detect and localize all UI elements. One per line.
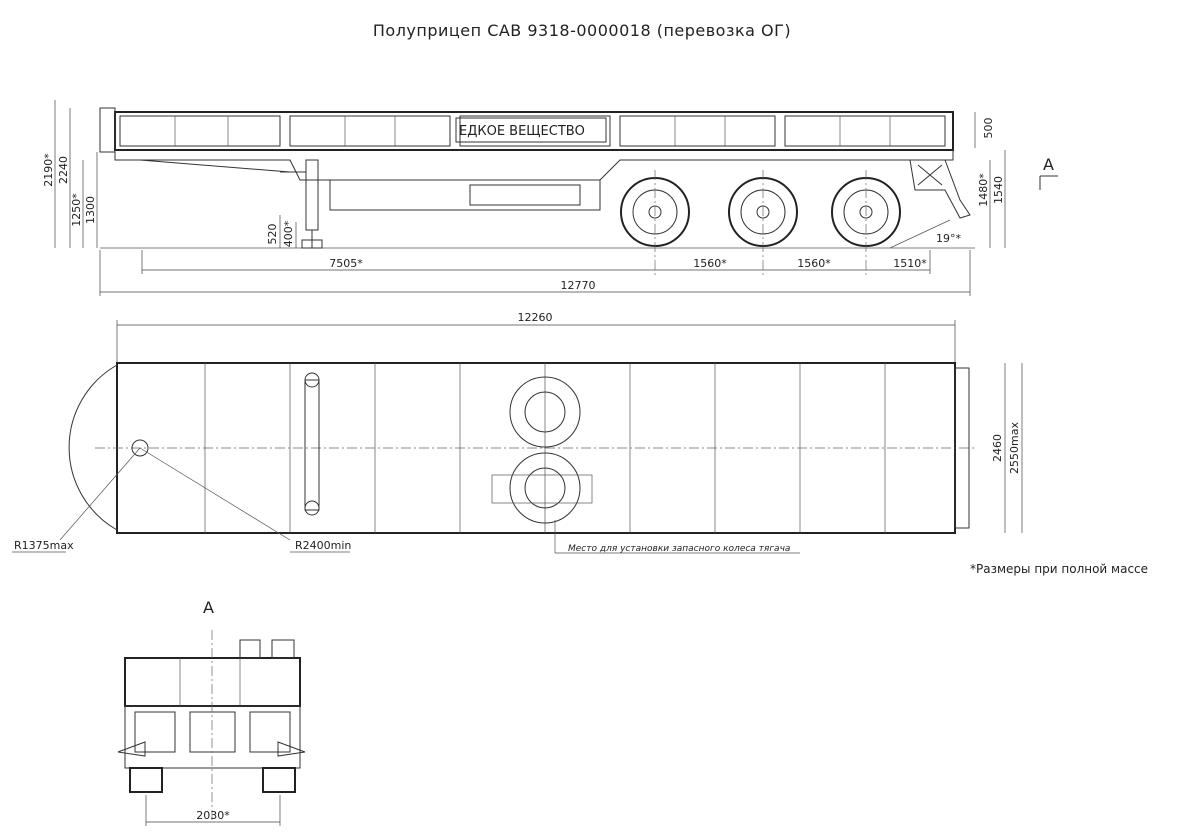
- dim-rear-overhang: 1510*: [893, 257, 927, 270]
- top-view: Место для установки запасного колеса тяг…: [12, 311, 1023, 554]
- dim-axle-spacing-2: 1560*: [797, 257, 831, 270]
- dim-track-width: 2030*: [196, 809, 230, 822]
- landing-gear: [280, 159, 323, 249]
- dim-kingpin-h-loaded: 1250*: [70, 193, 83, 227]
- dim-top-length: 12260: [518, 311, 553, 324]
- side-view: ЕДКОЕ ВЕЩЕСТВО: [42, 100, 1058, 296]
- dim-leg-400: 400*: [282, 220, 295, 247]
- spare-wheel-note: Место для установки запасного колеса тяг…: [568, 544, 790, 554]
- dim-rear-h-loaded: 1480*: [977, 173, 990, 207]
- rear-view: A 2030*: [117, 598, 306, 826]
- dim-turn-radius: R2400min: [295, 539, 351, 552]
- departure-angle: 19°*: [936, 232, 961, 245]
- hazard-sign-text: ЕДКОЕ ВЕЩЕСТВО: [459, 124, 585, 139]
- dim-axle-spacing-1: 1560*: [693, 257, 727, 270]
- drawing-title: Полуприцеп САВ 9318-0000018 (перевозка О…: [373, 21, 791, 40]
- dim-rear-h: 1540: [992, 176, 1005, 204]
- rear-view-label: A: [203, 598, 214, 617]
- view-marker-a: A: [1043, 155, 1054, 174]
- dim-front-radius: R1375max: [14, 539, 74, 552]
- dim-height: 2240: [57, 156, 70, 184]
- dim-max-width: 2550max: [1008, 422, 1021, 474]
- axle-wheels: [620, 170, 901, 275]
- dim-overall-length: 12770: [561, 279, 596, 292]
- spare-wheel-places: [491, 376, 593, 524]
- dim-front-to-axle: 7505*: [329, 257, 363, 270]
- dim-side-board: 500: [982, 118, 995, 139]
- dim-leg-520: 520: [266, 224, 279, 245]
- side-boards: [119, 115, 946, 147]
- footnote: *Размеры при полной массе: [970, 562, 1148, 576]
- dim-kingpin-h: 1300: [84, 196, 97, 224]
- dim-inner-width: 2460: [991, 434, 1004, 462]
- dim-height-loaded: 2190*: [42, 153, 55, 187]
